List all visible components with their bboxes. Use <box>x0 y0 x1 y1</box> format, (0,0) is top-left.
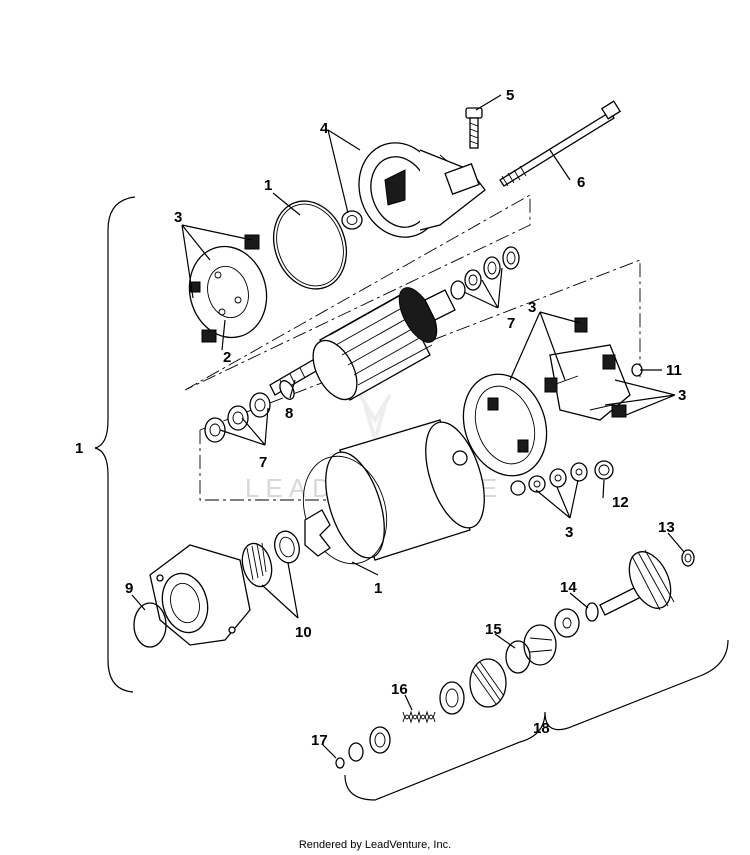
callout-15: 15 <box>485 621 502 638</box>
callout-13: 13 <box>658 519 675 536</box>
callout-9: 9 <box>125 580 133 597</box>
footer-credit: Rendered by LeadVenture, Inc. <box>299 839 451 851</box>
brush-plate-part <box>188 234 268 343</box>
nut-12-part <box>594 460 614 480</box>
through-bolt-part <box>499 100 622 187</box>
callout-8: 8 <box>285 405 293 422</box>
washers-part <box>510 462 588 496</box>
drive-assembly-bracket <box>344 639 729 801</box>
callout-10: 10 <box>295 624 312 641</box>
callout-1-assembly: 1 <box>75 440 83 457</box>
spacer-plate-part <box>304 509 331 557</box>
callout-16: 16 <box>391 681 408 698</box>
snap-ring-part <box>554 602 599 638</box>
bearing-part <box>241 530 300 588</box>
overrunning-clutch-part <box>439 658 507 715</box>
yoke-housing-part <box>325 419 485 561</box>
callout-2: 2 <box>223 349 231 366</box>
callout-1-lower: 1 <box>374 580 382 597</box>
front-housing-part <box>149 544 251 646</box>
brush-holder-part <box>462 373 548 477</box>
callout-17: 17 <box>311 732 328 749</box>
callout-4: 4 <box>320 120 329 137</box>
callout-7-lower: 7 <box>259 454 267 471</box>
o-ring-upper-part <box>273 200 347 290</box>
callout-14: 14 <box>560 579 577 596</box>
callout-12: 12 <box>612 494 629 511</box>
callout-18: 18 <box>533 720 550 737</box>
bolt-part <box>465 107 483 149</box>
thrust-washers-lower-part <box>204 392 271 443</box>
spring-part <box>335 710 436 769</box>
field-coil-brushes-part <box>544 317 631 421</box>
callout-3-right: 3 <box>678 387 686 404</box>
callout-labels: 1 1 1 2 3 3 3 3 4 5 6 7 7 8 9 10 11 12 1… <box>75 87 686 749</box>
rear-housing-part <box>358 142 486 238</box>
pinion-shaft-part <box>599 549 695 616</box>
callout-7-upper: 7 <box>507 315 515 332</box>
collar-part <box>505 624 557 674</box>
callout-11: 11 <box>666 362 682 379</box>
assembly-bracket <box>94 196 136 693</box>
callout-3-holder: 3 <box>528 299 536 316</box>
armature-part <box>269 287 456 401</box>
callout-3-plate: 3 <box>174 209 182 226</box>
thrust-washers-upper-part <box>450 246 520 300</box>
leader-lines <box>131 94 685 759</box>
callout-5: 5 <box>506 87 514 104</box>
callout-6: 6 <box>577 174 585 191</box>
callout-3-washers: 3 <box>565 524 573 541</box>
o-ring-9-part <box>133 602 167 648</box>
callout-1-oring: 1 <box>264 177 272 194</box>
rear-bushing-part <box>341 210 363 230</box>
